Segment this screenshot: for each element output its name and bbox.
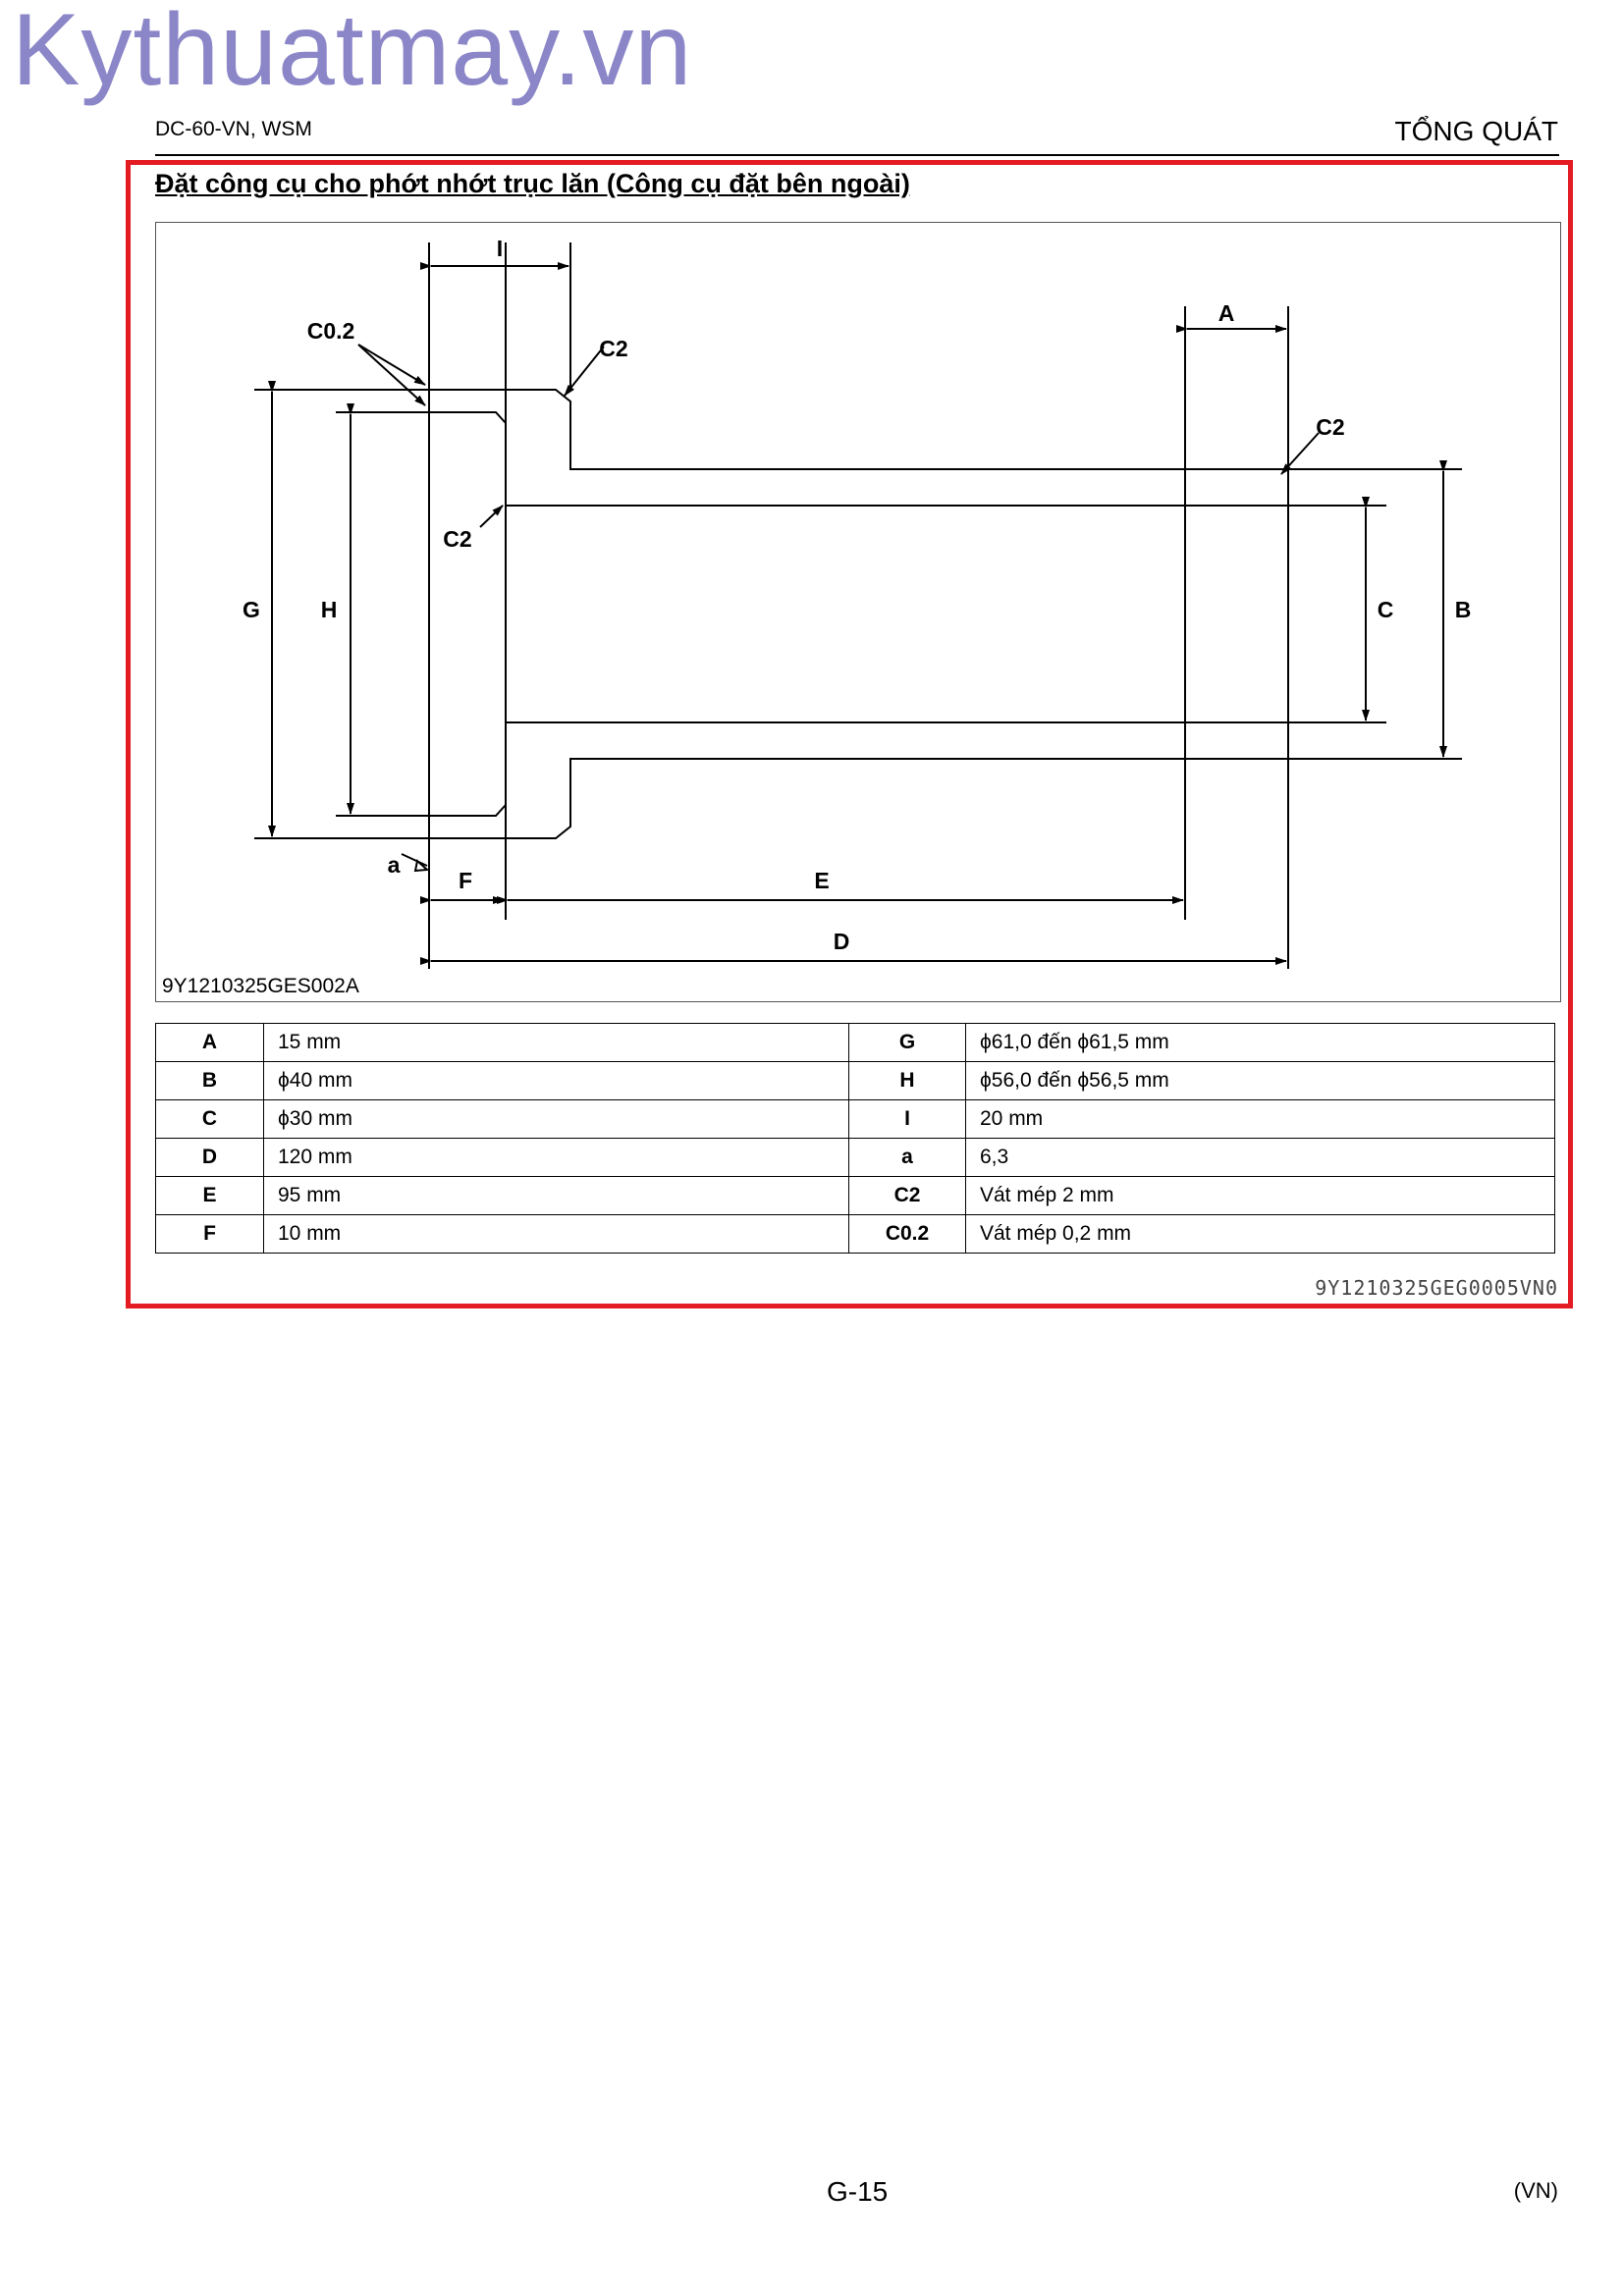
- bore-outline-top: [336, 411, 1386, 507]
- spec-value: 95 mm: [263, 1176, 849, 1215]
- spec-value: 10 mm: [263, 1214, 849, 1254]
- spec-key: a: [848, 1138, 966, 1177]
- tool-diagram: I A C0.2 C2 C2 C2 G H C B a F E D 9Y1210…: [162, 236, 1472, 997]
- spec-value: 6,3: [965, 1138, 1555, 1177]
- tool-outline-bottom: [254, 758, 1462, 839]
- label-c2-inner: C2: [443, 526, 471, 552]
- label-h: H: [321, 597, 338, 622]
- spec-value: ϕ40 mm: [263, 1061, 849, 1100]
- label-c2-right: C2: [1316, 414, 1344, 440]
- figure-id: 9Y1210325GES002A: [162, 975, 359, 997]
- table-row: F 10 mm C0.2 Vát mép 0,2 mm: [155, 1214, 1555, 1254]
- label-f: F: [459, 868, 472, 893]
- spec-key: G: [848, 1023, 966, 1062]
- spec-key: H: [848, 1061, 966, 1100]
- label-c2-top: C2: [599, 336, 627, 361]
- roughness-symbol: [401, 853, 430, 873]
- leader-c2-inner: [479, 505, 504, 528]
- table-row: B ϕ40 mm H ϕ56,0 đến ϕ56,5 mm: [155, 1061, 1555, 1100]
- table-row: D 120 mm a 6,3: [155, 1138, 1555, 1177]
- label-a-roughness: a: [388, 852, 401, 878]
- spec-key: A: [155, 1023, 264, 1062]
- watermark-logo: Kythuatmay.vn: [12, 0, 693, 107]
- tool-outline-top: [254, 389, 1462, 470]
- table-row: A 15 mm G ϕ61,0 đến ϕ61,5 mm: [155, 1023, 1555, 1062]
- bore-outline-bottom: [336, 721, 1386, 817]
- label-a: A: [1218, 300, 1235, 326]
- spec-value: ϕ30 mm: [263, 1099, 849, 1139]
- spec-key: I: [848, 1099, 966, 1139]
- spec-table: A 15 mm G ϕ61,0 đến ϕ61,5 mm B ϕ40 mm H …: [155, 1023, 1555, 1254]
- header-manual-code: DC-60-VN, WSM: [155, 118, 312, 140]
- spec-value: Vát mép 0,2 mm: [965, 1214, 1555, 1254]
- spec-value: ϕ56,0 đến ϕ56,5 mm: [965, 1061, 1555, 1100]
- section-title: Đặt công cụ cho phớt nhớt trục lăn (Công…: [155, 169, 910, 198]
- leader-c02-a: [357, 344, 426, 386]
- spec-key: B: [155, 1061, 264, 1100]
- spec-value: 120 mm: [263, 1138, 849, 1177]
- technical-drawing: I A C0.2 C2 C2 C2 G H C B a F E D 9Y1210…: [155, 222, 1561, 1002]
- label-g: G: [243, 597, 260, 622]
- spec-key: C0.2: [848, 1214, 966, 1254]
- page-number: G-15: [827, 2176, 889, 2207]
- spec-key: E: [155, 1176, 264, 1215]
- label-i: I: [497, 236, 503, 261]
- spec-value: 15 mm: [263, 1023, 849, 1062]
- header-rule: [155, 154, 1559, 156]
- table-row: C ϕ30 mm I 20 mm: [155, 1099, 1555, 1139]
- spec-key: D: [155, 1138, 264, 1177]
- label-d: D: [834, 929, 850, 954]
- label-e: E: [814, 868, 829, 893]
- language-code: (VN): [1513, 2178, 1558, 2203]
- spec-value: 20 mm: [965, 1099, 1555, 1139]
- highlight-frame: [126, 160, 1573, 1308]
- spec-key: C2: [848, 1176, 966, 1215]
- leader-c2-right: [1280, 432, 1320, 475]
- table-row: E 95 mm C2 Vát mép 2 mm: [155, 1176, 1555, 1215]
- label-c02: C0.2: [307, 318, 355, 344]
- document-code: 9Y1210325GEG0005VN0: [1315, 1276, 1558, 1300]
- header-section-name: TỔNG QUÁT: [1394, 116, 1558, 146]
- spec-value: Vát mép 2 mm: [965, 1176, 1555, 1215]
- label-b: B: [1455, 597, 1472, 622]
- label-c: C: [1378, 597, 1394, 622]
- spec-key: F: [155, 1214, 264, 1254]
- leader-c02-b: [357, 344, 426, 406]
- leader-c2-top: [564, 346, 605, 397]
- spec-value: ϕ61,0 đến ϕ61,5 mm: [965, 1023, 1555, 1062]
- spec-key: C: [155, 1099, 264, 1139]
